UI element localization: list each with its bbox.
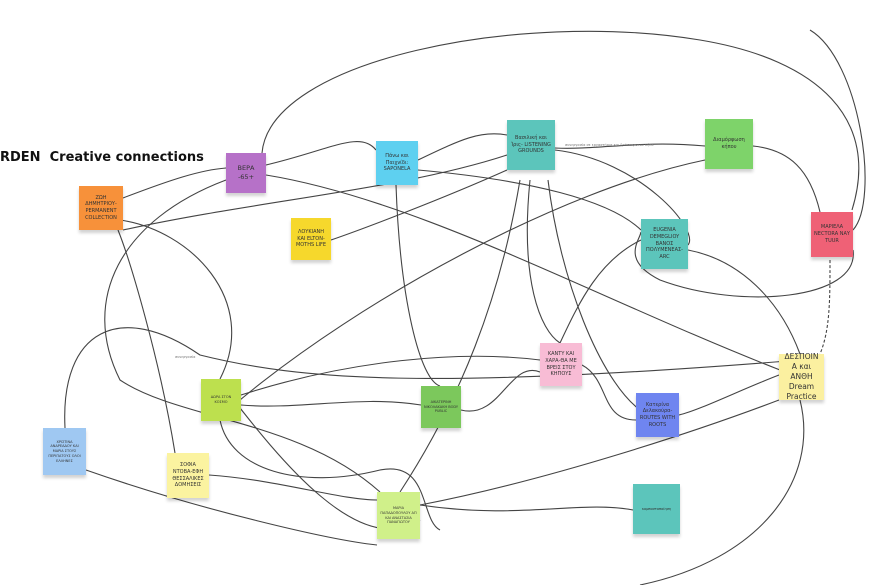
sticky-note-diamorfosi[interactable]: Διαμόρφωση κήπου — [705, 119, 753, 169]
connector — [85, 469, 378, 546]
sticky-note-compost[interactable]: κομποστοποίηση — [633, 484, 680, 534]
connector — [122, 167, 227, 199]
sticky-note-loukiani[interactable]: ΛΟΥΚΙΑΝΗ ΚΑΙ ELTON- MOTHS LIFE — [291, 218, 331, 260]
sticky-note-saponela[interactable]: Πάνω και Παιχνίδι: SAPONELA — [376, 141, 418, 185]
connector-label: συνεργασία — [175, 355, 196, 359]
connector — [417, 133, 508, 161]
connector — [547, 179, 641, 411]
connector — [554, 149, 691, 246]
connector — [809, 29, 866, 231]
connector — [265, 141, 377, 166]
sticky-note-zoi[interactable]: ΖΩΗ ΔΗΜΗΤΡΙΟΥ- PERMANENT COLLECTION — [79, 186, 123, 230]
connector — [399, 179, 521, 493]
sticky-note-despoina[interactable]: ΔΕΣΠΟΙΝΑ και ΑΝΘΗ Dream Practice — [779, 352, 824, 401]
connector — [526, 179, 561, 344]
connector — [752, 145, 821, 213]
connector — [419, 399, 780, 506]
sticky-note-christina[interactable]: ΧΡΙΣΤΙΝΑ ΑΝΔΡΕΑΔΟΥ ΚΑΙ ΜΑΡΙΑ ΣΤΟΥΣ ΠΕΡΙΠ… — [43, 428, 86, 475]
connector — [819, 259, 831, 355]
sticky-note-maria[interactable]: ΜΑΡΙΑ ΠΑΠΑΔΟΠΟΥΛΟΥ ΑΠ ΚΑΙ ΑΝΑΣΤΑΣΙΑ ΠΑΝΑ… — [377, 492, 420, 539]
sticky-note-katerina[interactable]: Κατερίνα Δελακούρα- ROUTES WITH ROOTS — [636, 393, 679, 437]
connector — [265, 174, 781, 371]
connector — [104, 179, 381, 493]
connector — [559, 239, 642, 344]
connector — [122, 154, 508, 231]
connector — [240, 400, 422, 407]
connector — [240, 355, 541, 396]
connector — [460, 369, 541, 412]
connector — [395, 184, 441, 387]
connector — [417, 169, 642, 231]
connector — [554, 143, 706, 149]
connector — [419, 504, 634, 512]
connector — [239, 159, 706, 401]
connector — [678, 374, 780, 416]
connector — [687, 249, 801, 355]
connector — [117, 229, 176, 454]
board-title: RDEN Creative connections — [0, 150, 204, 165]
connector — [330, 169, 508, 241]
connector — [208, 474, 378, 501]
sticky-note-eugenia[interactable]: EUGENIA DEMEGLIOY ΒΑΝΟΣ ΠΟΛΥΜΕΝΕΑΣ- ARC — [641, 219, 688, 269]
connector — [634, 231, 854, 298]
connector — [219, 419, 441, 531]
connector — [581, 364, 637, 421]
sticky-note-mariela[interactable]: ΜΑΡΙΕΛΑ NECTORA ΝΑΥ TUUR — [811, 212, 853, 257]
connector-label: συνεργασία σε εργαστήρια και δράσεις στο… — [565, 143, 654, 147]
sticky-note-vera[interactable]: ΒΕΡΑ -65+ — [226, 153, 266, 193]
sticky-note-dora[interactable]: ΔΩΡΑ ΣΤΟΝ ΚΟΣΜΟ — [201, 379, 241, 421]
connector — [639, 399, 805, 585]
sticky-note-aikaterini[interactable]: ΑΙΚΑΤΕΡΙΝΗ ΝΙΚΟΛΑΚΑΚΗ BODY PUBLIC — [421, 386, 461, 428]
sticky-note-sofia[interactable]: ΣΟΦΙΑ ΝΤΟΒΑ-ΕΦΗ ΘΕΣΣΑΛΙΚΕΣ ΔΟΜΗΣΕΙΣ — [167, 453, 209, 498]
connector — [119, 219, 233, 380]
sticky-note-listening-grounds[interactable]: Βασιλική και Ίρις- LISTENING GROUNDS — [507, 120, 555, 170]
sticky-note-kanty[interactable]: ΚΑΝΤΥ ΚΑΙ ΧΑΡΑ-ΘΑ ΜΕ ΒΡΕΙΣ ΣΤΟΥ ΚΗΠΟΥΣ — [540, 343, 582, 386]
connector — [261, 30, 860, 211]
